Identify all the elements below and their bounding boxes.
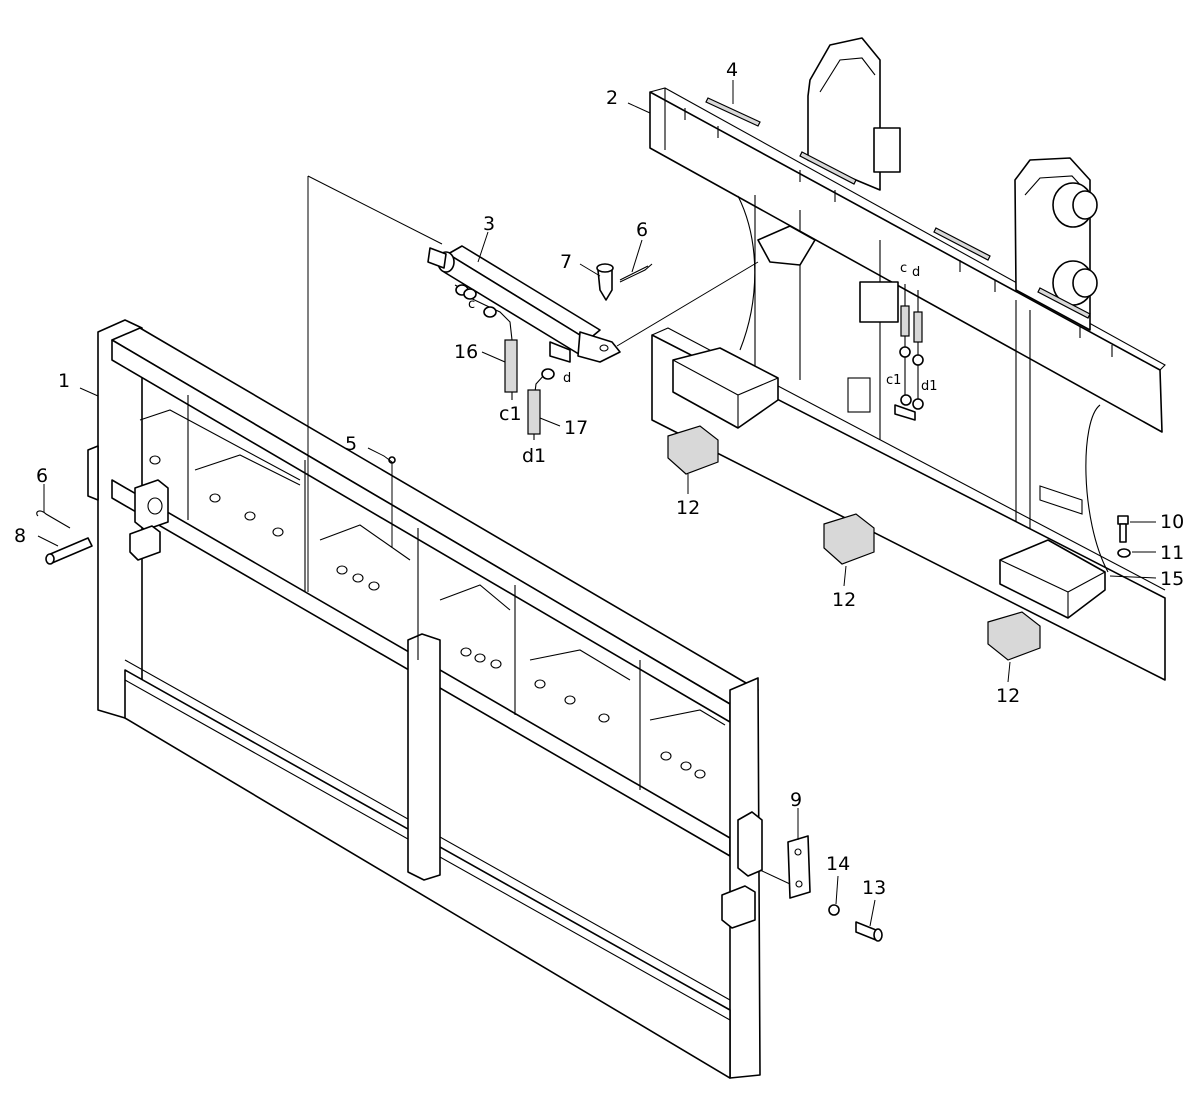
port-label-c1-valve: c1 <box>886 373 901 388</box>
hydraulic-cylinder <box>427 245 621 363</box>
callout-9: 9 <box>790 789 802 811</box>
callout-10: 10 <box>1160 511 1184 533</box>
hydraulic-hoses <box>454 284 555 440</box>
cotter-pin <box>619 263 653 283</box>
callout-12-c: 12 <box>996 685 1020 707</box>
callout-8: 8 <box>14 525 26 547</box>
callout-16: 16 <box>454 341 478 363</box>
callout-15: 15 <box>1160 568 1184 590</box>
carriage-frame <box>649 37 1166 681</box>
callout-11: 11 <box>1160 542 1184 564</box>
callout-6-top: 6 <box>636 219 648 241</box>
pivot-pin <box>596 263 614 301</box>
port-label-c-valve: c <box>900 261 907 276</box>
retaining-plate <box>759 835 811 899</box>
callout-4: 4 <box>726 59 738 81</box>
decal <box>1039 485 1083 515</box>
callout-numbers: 1 2 3 4 5 6 6 7 8 9 10 11 12 12 12 13 14… <box>14 59 1184 899</box>
callout-12-a: 12 <box>676 497 700 519</box>
port-labels: c d c1 d1 c d c1 d1 <box>468 261 938 467</box>
washer <box>1117 548 1131 558</box>
leader-lines <box>37 80 1157 927</box>
callout-1: 1 <box>58 370 70 392</box>
callout-13: 13 <box>862 877 886 899</box>
bolt <box>855 921 883 942</box>
callout-6-left: 6 <box>36 465 48 487</box>
wear-strips <box>705 97 1091 319</box>
callout-17: 17 <box>564 417 588 439</box>
bolt <box>1117 515 1129 543</box>
cotter-pin <box>36 510 71 529</box>
callout-14: 14 <box>826 853 850 875</box>
callout-7: 7 <box>560 251 572 273</box>
port-label-d-valve: d <box>912 265 920 280</box>
port-label-d1-hose: d1 <box>522 445 546 467</box>
slide-pads <box>667 425 1041 661</box>
port-label-c1-hose: c1 <box>499 403 522 425</box>
callout-2: 2 <box>606 87 618 109</box>
washer <box>828 904 840 916</box>
callout-12-b: 12 <box>832 589 856 611</box>
callout-3: 3 <box>483 213 495 235</box>
valve-hoses <box>894 284 924 421</box>
port-label-d-cylinder: d <box>563 371 571 386</box>
port-label-c-cylinder: c <box>468 297 475 312</box>
front-frame <box>87 319 763 1079</box>
callout-5: 5 <box>345 433 357 455</box>
port-label-d1-valve: d1 <box>921 379 938 394</box>
